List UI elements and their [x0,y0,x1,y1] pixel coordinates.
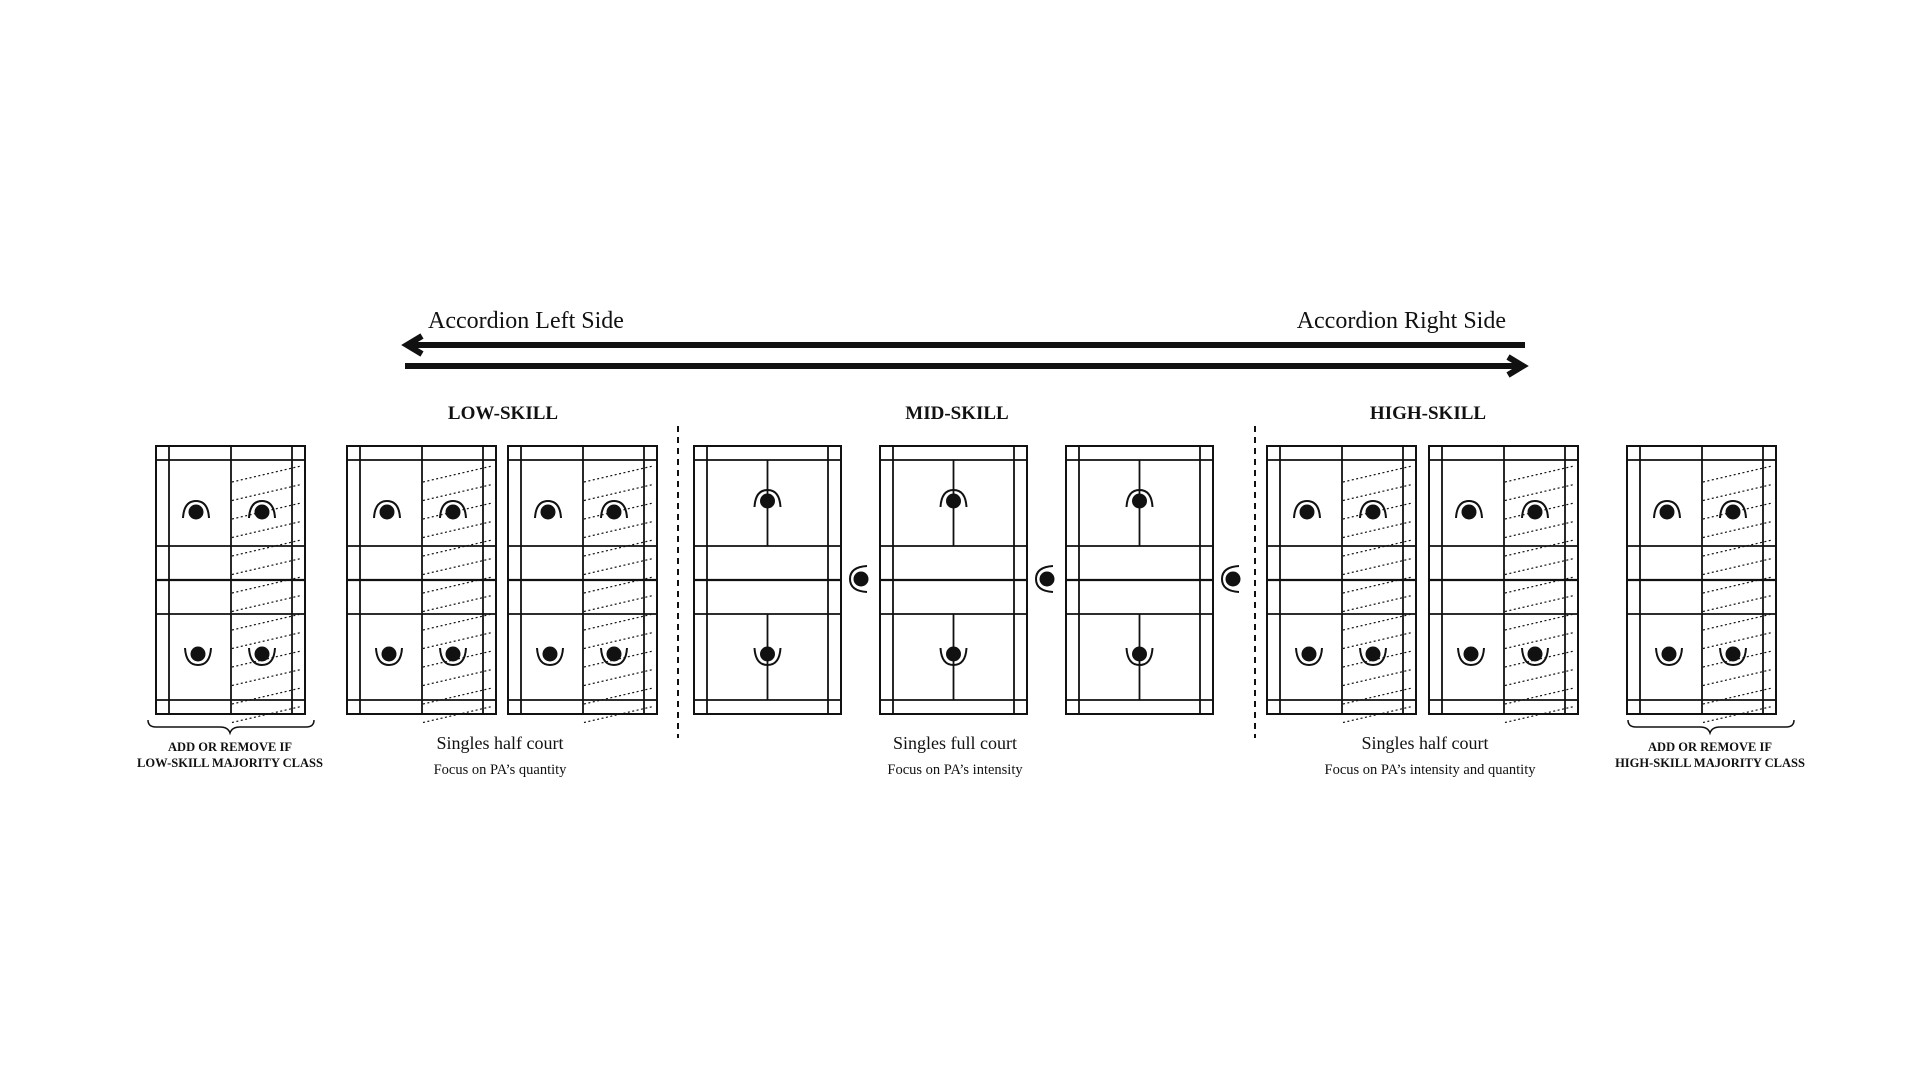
section-title-mid-skill: MID-SKILL [905,403,1008,424]
court-optional-left [155,445,306,724]
court-mid-skill-2 [879,445,1028,715]
player-icon [534,499,562,520]
player-icon [1521,646,1549,667]
focus-low-skill: Focus on PA’s quantity [434,762,568,778]
section-title-low-skill: LOW-SKILL [448,403,558,424]
player-icon [1521,499,1549,520]
court-high-skill-2 [1428,445,1579,724]
note-left-line2: LOW-SKILL MAJORITY CLASS [137,756,323,770]
court-low-skill-1 [346,445,497,724]
court-low-skill-2 [507,445,658,724]
brace-right [1627,719,1795,736]
section-title-high-skill: HIGH-SKILL [1370,403,1486,424]
court-mid-skill-1 [693,445,842,715]
player-icon [600,499,628,520]
player-icon [1457,646,1485,667]
player-icon [1359,646,1387,667]
player-icon [375,646,403,667]
player-icon [1359,499,1387,520]
player-icon [1655,646,1683,667]
player-icon [1455,499,1483,520]
player-icon [753,646,782,667]
court-optional-right [1626,445,1777,724]
player-icon [536,646,564,667]
court-high-skill-1 [1266,445,1417,724]
caption-mid-skill: Singles full court [893,733,1017,753]
player-icon [1653,499,1681,520]
note-right-line1: ADD OR REMOVE IF [1648,740,1772,754]
player-icon [439,646,467,667]
player-icon [248,646,276,667]
player-icon [182,499,210,520]
note-left-line1: ADD OR REMOVE IF [168,740,292,754]
player-icon [1125,488,1154,509]
brace-left [147,719,315,736]
focus-high-skill: Focus on PA’s intensity and quantity [1325,762,1537,778]
player-icon [1125,646,1154,667]
side-player-icon [1220,565,1241,593]
player-icon [1719,499,1747,520]
courts-group [155,445,1777,724]
player-icon [1293,499,1321,520]
arrow-label-left: Accordion Left Side [428,308,624,334]
player-icon [184,646,212,667]
caption-low-skill: Singles half court [437,733,564,753]
side-player-icon [1034,565,1055,593]
arrow-label-right: Accordion Right Side [1297,308,1506,334]
player-icon [939,488,968,509]
player-icon [439,499,467,520]
court-mid-skill-3 [1065,445,1214,715]
player-icon [373,499,401,520]
side-player-icon [848,565,869,593]
player-icon [753,488,782,509]
player-icon [600,646,628,667]
caption-high-skill: Singles half court [1362,733,1489,753]
player-icon [939,646,968,667]
focus-mid-skill: Focus on PA’s intensity [887,762,1023,778]
double-arrow-icon [401,333,1529,378]
note-right-line2: HIGH-SKILL MAJORITY CLASS [1615,756,1805,770]
player-icon [1719,646,1747,667]
side-players-group [848,565,1241,593]
player-icon [248,499,276,520]
player-icon [1295,646,1323,667]
